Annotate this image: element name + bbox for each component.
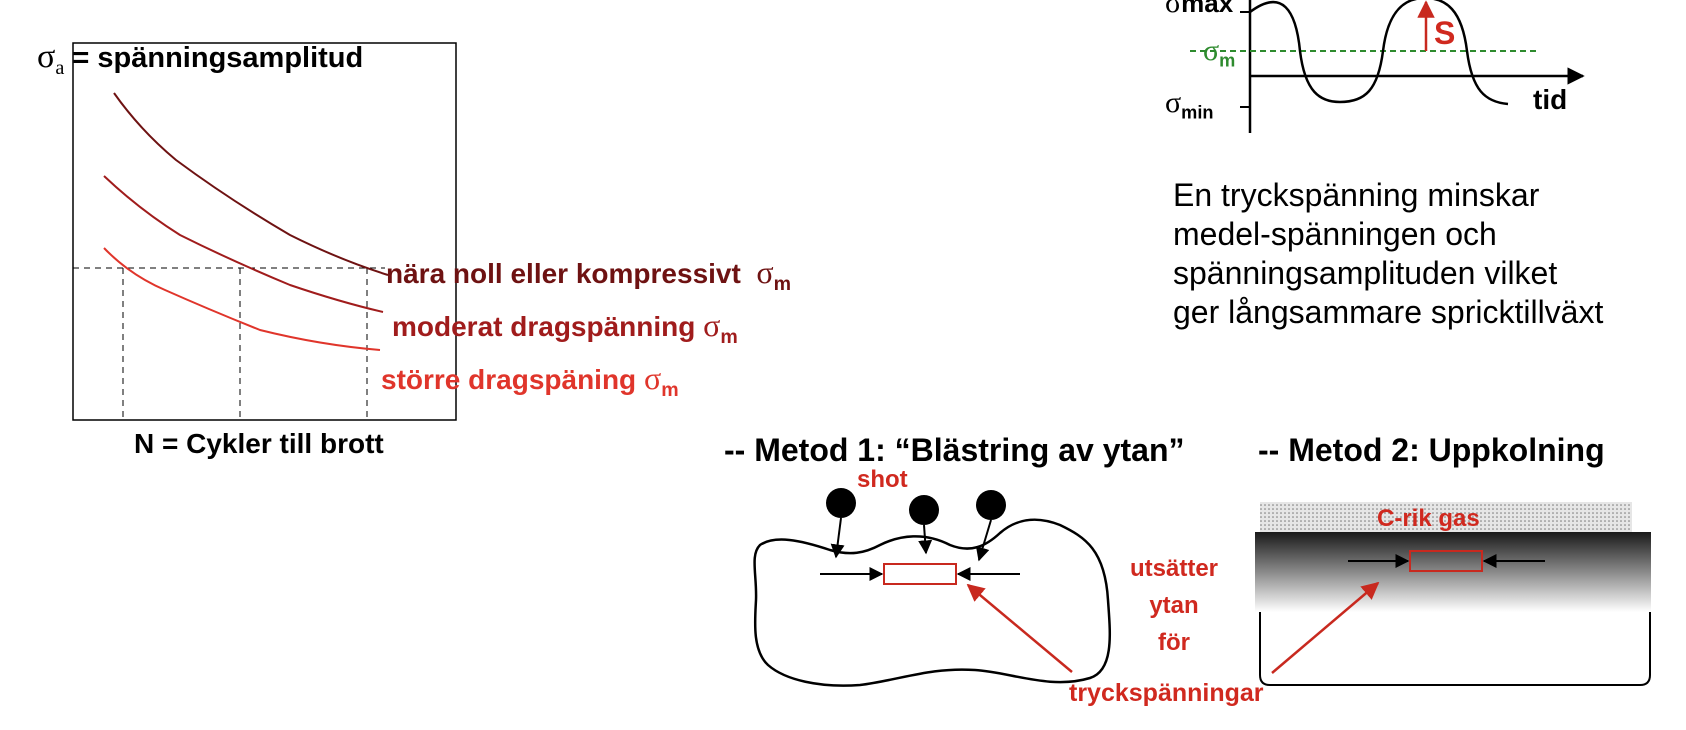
shot-ball-3 [976, 490, 1006, 520]
middle-label-block: utsätter ytan för [1112, 550, 1236, 661]
method2-diagram [1255, 502, 1651, 686]
sigma-m-symbol: σ [703, 307, 721, 343]
sigma-m-sub: m [773, 272, 792, 295]
curve-label-text: nära noll eller kompressivt [386, 258, 741, 289]
sigma-m-sub: m [661, 378, 679, 401]
sn-curve-compressive [113, 92, 389, 276]
middle-label-line: för [1158, 629, 1190, 656]
curve-label-large: större dragspäning σm [381, 360, 679, 402]
sigma-max-label: σmax [1165, 0, 1233, 20]
sn-curve-moderate [103, 175, 384, 313]
gas-label: C-rik gas [1377, 505, 1480, 532]
sigma-symbol: σ [1165, 0, 1182, 19]
curve-label-moderate: moderat dragspänning σm [392, 307, 738, 349]
peened-body [753, 518, 1111, 687]
carbon-gas-layer [1260, 502, 1632, 532]
explanation-line: medel-spänningen och [1173, 216, 1497, 252]
mean-sub: m [1219, 50, 1236, 71]
method2-title: -- Metod 2: Uppkolning [1258, 432, 1605, 468]
explanation-line: spänningsamplituden vilket [1173, 255, 1558, 291]
shot-ball-2 [909, 495, 939, 525]
sigma-a-sub: a [55, 57, 65, 80]
sn-plot-frame [72, 42, 457, 421]
sigma-m-symbol: σ [756, 254, 774, 290]
stress-waveform [1249, 0, 1509, 106]
explanation-text: En tryckspänning minskar medel-spänninge… [1173, 176, 1603, 332]
sigma-a-symbol: σ [37, 38, 56, 75]
sigma-symbol: σ [1165, 86, 1182, 119]
sigma-m-symbol: σ [643, 360, 662, 396]
max-sub: max [1181, 0, 1234, 18]
pointer-arrow-1 [966, 583, 1073, 673]
min-sub: min [1181, 102, 1214, 123]
pointer-arrow-2 [1271, 581, 1380, 674]
steel-part [1259, 612, 1651, 686]
compressive-stress-label: tryckspänningar [1069, 679, 1264, 707]
time-axis-label: tid [1533, 84, 1568, 115]
ylabel-text: = spänningsamplitud [64, 42, 364, 74]
sn-xlabel: N = Cykler till brott [134, 428, 384, 459]
sigma-symbol: σ [1203, 34, 1220, 67]
s-label: S [1434, 15, 1456, 51]
middle-label-line: ytan [1149, 592, 1199, 619]
explanation-line: En tryckspänning minskar [1173, 177, 1540, 213]
sigma-m-sub: m [720, 325, 738, 348]
method1-title: -- Metod 1: “Blästring av ytan” [724, 432, 1185, 468]
shot-ball-1 [826, 488, 856, 518]
compressed-element-2 [1409, 550, 1483, 572]
sigma-min-label: σmin [1165, 86, 1214, 123]
sn-curve-large [103, 247, 381, 351]
middle-label-line: utsätter [1129, 555, 1219, 582]
stress-wave-diagram [1190, 0, 1585, 133]
sn-dashed-lines [73, 267, 385, 420]
curve-label-text: större dragspäning [381, 364, 637, 395]
method1-diagram [753, 488, 1111, 687]
compressed-element-1 [883, 563, 957, 585]
explanation-line: ger långsammare spricktillväxt [1173, 294, 1604, 330]
shot-label: shot [857, 466, 908, 493]
sn-ylabel: σa = spänningsamplitud [37, 38, 363, 80]
curve-label-text: moderat dragspänning [392, 311, 696, 342]
curve-label-compressive: nära noll eller kompressivt σm [386, 254, 791, 296]
sigma-mean-label: σm [1203, 34, 1235, 71]
